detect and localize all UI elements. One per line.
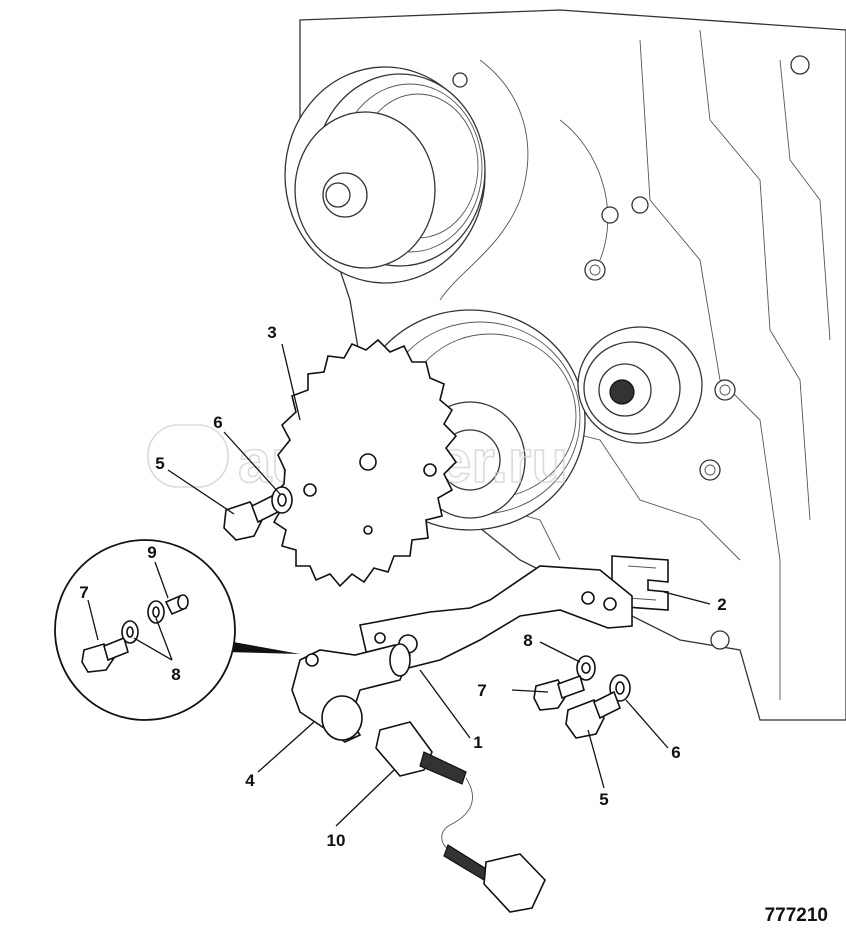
idler-pulley (577, 326, 703, 444)
callout-8-inset: 8 (171, 665, 180, 684)
upper-pulley (284, 66, 486, 284)
callout-3: 3 (267, 323, 276, 342)
block-hole-2 (631, 196, 649, 214)
block-bolt-3 (699, 459, 721, 481)
detail-inset (54, 539, 300, 721)
callout-5-lower: 5 (599, 790, 608, 809)
callout-9-inset: 9 (147, 543, 156, 562)
inset-washer-8-second (147, 600, 165, 624)
harness-connector-part-10 (375, 721, 546, 913)
bolt-7-lower (533, 674, 585, 711)
bolt-5-lower (565, 690, 622, 739)
bolt-5-upper (223, 494, 280, 541)
block-bolt-1 (584, 259, 606, 281)
inset-washer-8 (121, 620, 139, 644)
callout-2: 2 (717, 595, 726, 614)
callout-7-lower: 7 (477, 681, 486, 700)
callout-6-lower: 6 (671, 743, 680, 762)
block-hole-1 (790, 55, 810, 75)
callout-7-inset: 7 (79, 583, 88, 602)
block-hole-4 (710, 630, 730, 650)
callout-8-lower: 8 (523, 631, 532, 650)
tone-wheel-part-3 (270, 338, 458, 588)
drawing-number: 777210 (765, 905, 828, 926)
washer-8-lower (576, 655, 596, 681)
callout-1: 1 (473, 733, 482, 752)
inset-spacer-9 (164, 594, 189, 616)
callout-labels: 3 6 5 2 8 7 1 6 4 5 10 7 9 8 (79, 323, 726, 850)
block-hole-5 (452, 72, 468, 88)
speed-sensor-part-4 (291, 643, 411, 743)
washer-6-upper (271, 486, 293, 514)
block-hole-3 (601, 206, 619, 224)
callout-10: 10 (327, 831, 346, 850)
callout-5-upper: 5 (155, 454, 164, 473)
callout-4: 4 (245, 771, 255, 790)
inset-bolt-7 (81, 636, 129, 673)
leader-lines (167, 343, 711, 827)
callout-6-upper: 6 (213, 413, 222, 432)
block-bolt-2 (714, 379, 736, 401)
